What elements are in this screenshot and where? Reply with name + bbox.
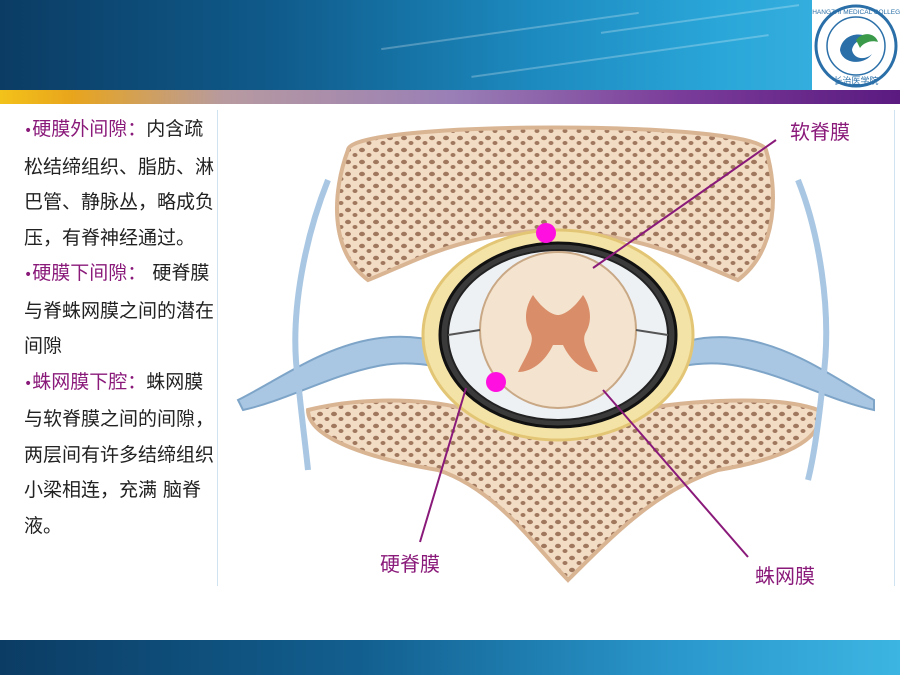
label-arachnoid: 蛛网膜	[755, 564, 815, 588]
term-subdural: 硬膜下间隙：	[32, 262, 147, 284]
description-item-subarachnoid: •蛛网膜下腔：蛛网膜与软脊膜之间的间隙，两层间有许多结缔组织小梁相连，充满 脑脊…	[24, 370, 215, 537]
vertebral-artery-left	[292, 178, 331, 471]
dura-leader-line	[419, 387, 467, 543]
description-item-epidural: •硬膜外间隙：内含疏松结缔组织、脂肪、淋巴管、静脉丛，略成负压，有脊神经通过。	[24, 118, 215, 249]
epidural-space-marker	[536, 223, 556, 243]
description-item-subdural: •硬膜下间隙： 硬脊膜与脊蛛网膜之间的潜在间隙	[24, 262, 215, 357]
description-panel: •硬膜外间隙：内含疏松结缔组织、脂肪、淋巴管、静脉丛，略成负压，有脊神经通过。 …	[24, 112, 219, 544]
desc-epidural: 内含疏松结缔组织、脂肪、淋巴管、静脉丛，略成负压，有脊神经通过。	[24, 118, 215, 249]
header-banner	[0, 0, 900, 90]
pia-leader-line	[592, 139, 777, 269]
subdural-space-marker	[486, 372, 506, 392]
header-accent-bar	[0, 90, 900, 104]
svg-text:CHANGZHI MEDICAL COLLEGE: CHANGZHI MEDICAL COLLEGE	[812, 9, 900, 16]
gray-matter	[518, 295, 598, 372]
college-logo: CHANGZHI MEDICAL COLLEGE 长治医学院	[808, 0, 900, 90]
spinal-cord-cross-section-figure	[217, 110, 895, 586]
label-pia-mater: 软脊膜	[790, 120, 850, 144]
term-epidural: 硬膜外间隙：	[32, 118, 147, 140]
arachnoid-leader-line	[602, 389, 749, 558]
vertebral-artery-right	[795, 178, 830, 481]
desc-subarachnoid: 蛛网膜与软脊膜之间的间隙，两层间有许多结缔组织小梁相连，充满 脑脊液。	[24, 370, 215, 537]
logo-emblem-icon: CHANGZHI MEDICAL COLLEGE 长治医学院	[808, 4, 900, 88]
svg-text:长治医学院: 长治医学院	[833, 75, 878, 87]
spinal-illustration	[236, 125, 875, 583]
term-subarachnoid: 蛛网膜下腔：	[32, 370, 147, 393]
footer-banner	[0, 640, 900, 675]
vertebral-arch	[335, 125, 775, 283]
desc-subdural: 硬脊膜与脊蛛网膜之间的潜在间隙	[24, 262, 215, 357]
label-dura-mater: 硬脊膜	[380, 552, 440, 576]
